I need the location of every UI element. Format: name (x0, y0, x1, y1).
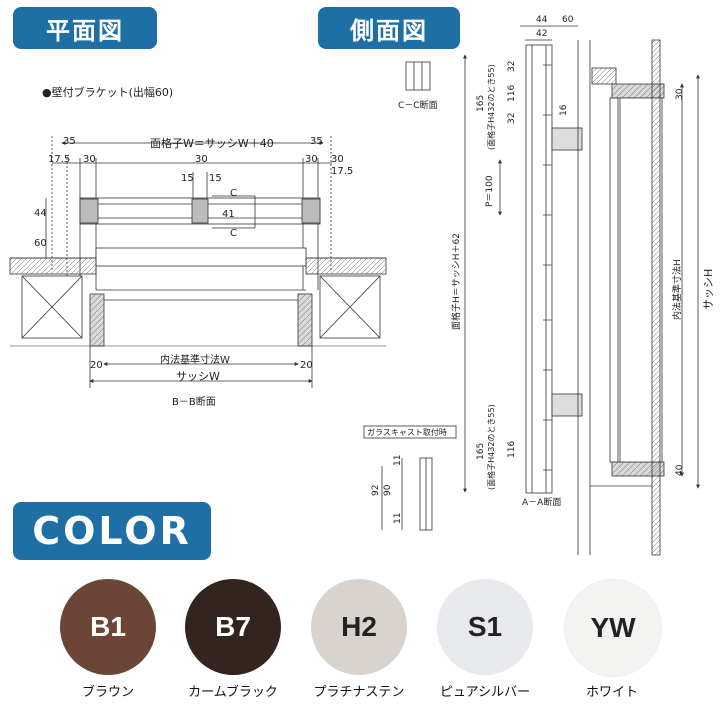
side-dim-grille-height: 面格子H＝サッシH＋62 (450, 233, 462, 330)
side-dim-grille-h432-top: (面格子H432のとき55) (486, 64, 496, 150)
gc-dim-92: 92 (371, 485, 381, 496)
swatch-s1: S1 (437, 579, 533, 675)
side-dim-165-bottom: 165 (476, 443, 486, 460)
side-dim-42: 42 (536, 29, 547, 39)
dim-20-right: 20 (300, 360, 313, 371)
gc-dim-11-top: 11 (393, 455, 403, 466)
swatch-label-b1: ブラウン (81, 685, 134, 700)
side-dim-30-right: 30 (675, 88, 685, 100)
side-dim-40-right: 40 (675, 464, 685, 476)
swatch-yw: YW (564, 579, 662, 677)
dim-grille-width: 面格子W＝サッシW＋40 (150, 136, 274, 150)
dim-30-r2: 30 (331, 154, 344, 165)
aa-section-label: A－A断面 (522, 496, 561, 508)
c-mark-bottom: C (230, 228, 237, 239)
color-badge: COLOR (13, 502, 211, 560)
bb-section-label: B－B断面 (172, 395, 216, 408)
swatch-h2: H2 (311, 579, 407, 675)
dim-sash-width: サッシW (176, 370, 220, 383)
gc-dim-11-bottom: 11 (393, 513, 403, 524)
swatch-label-s1: ピュアシルバー (439, 685, 531, 700)
c-mark-top: C (230, 188, 237, 199)
cc-section-label: C－C断面 (398, 99, 438, 111)
side-dim-32-mid: 32 (507, 113, 517, 124)
dim-30-left: 30 (83, 154, 96, 165)
dim-20-left: 20 (90, 360, 103, 371)
dim-60-left: 60 (34, 238, 47, 249)
side-view-badge: 側面図 (318, 7, 460, 49)
swatch-b1: B1 (60, 579, 156, 675)
side-dim-60: 60 (562, 15, 574, 25)
side-dim-pitch: P＝100 (485, 175, 495, 207)
dim-17-5-right: 17.5 (331, 166, 353, 177)
side-dim-32-top: 32 (507, 61, 517, 72)
plan-view-badge: 平面図 (13, 7, 157, 49)
swatch-label-h2: プラチナステン (313, 685, 405, 700)
dim-15-b: 15 (209, 173, 222, 184)
dim-35-left: 35 (63, 136, 76, 147)
glass-caster-title: ガラスキャスト取付時 (367, 427, 447, 437)
side-dim-sash-height: サッシH (702, 269, 715, 310)
dim-17-5-left: 17.5 (48, 154, 70, 165)
plan-view: ●壁付ブラケット(出幅60) 面格子W＝サッシW＋40 35 35 17.5 3… (9, 85, 387, 408)
side-dim-grille-h432-bottom: (面格子H432のとき55) (486, 404, 496, 490)
side-dim-165-top: 165 (476, 95, 486, 112)
dim-35-right: 35 (310, 136, 323, 147)
dim-44-left: 44 (34, 208, 47, 219)
dim-inner-width: 内法基準寸法W (160, 353, 230, 366)
plan-note: ●壁付ブラケット(出幅60) (42, 85, 173, 99)
swatch-label-b7: カームブラック (188, 685, 278, 700)
swatch-label-yw: ホワイト (585, 685, 638, 700)
side-dim-44: 44 (536, 15, 548, 25)
dim-30-center: 30 (195, 154, 208, 165)
side-dim-116-bottom: 116 (507, 441, 517, 458)
dim-30-r1: 30 (305, 154, 318, 165)
side-dim-116-top: 116 (507, 85, 517, 102)
gc-dim-90: 90 (383, 484, 393, 496)
side-view: C－C断面 44 60 42 面格子H＝サッシH＋62 165 (面格子H432… (363, 15, 715, 556)
dim-41: 41 (222, 209, 235, 220)
side-dim-inner-height: 内法基準寸法H (671, 259, 683, 320)
dim-15-a: 15 (181, 173, 194, 184)
side-dim-16: 16 (559, 104, 569, 116)
swatch-b7: B7 (185, 579, 281, 675)
